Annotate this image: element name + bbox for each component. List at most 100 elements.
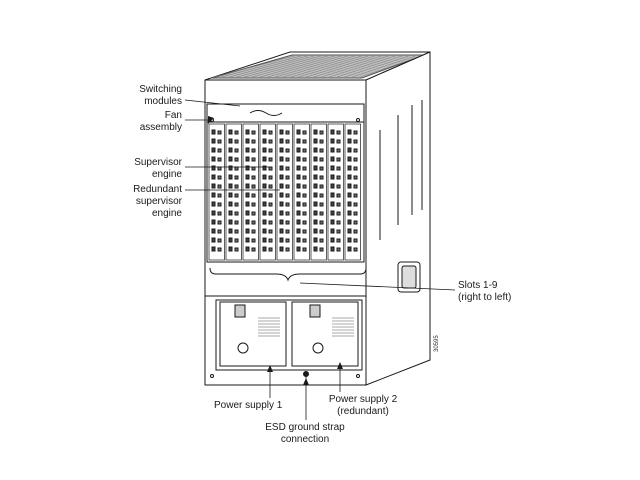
port-led (228, 129, 233, 135)
grille-line (336, 55, 402, 78)
port-led (245, 165, 250, 171)
label-line: Supervisor (134, 157, 182, 168)
port-led (336, 166, 341, 171)
port-led (234, 130, 239, 135)
port-led (211, 210, 216, 216)
port-led (336, 175, 341, 180)
port-led (347, 237, 352, 243)
port-led (268, 211, 273, 216)
grille-line (229, 55, 308, 78)
grille-line (252, 55, 328, 78)
port-led (302, 157, 307, 162)
fan-assembly (206, 103, 365, 123)
port-led (234, 175, 239, 180)
port-led (262, 192, 267, 198)
port-led (251, 211, 256, 216)
port-led (296, 147, 301, 153)
port-led (251, 229, 256, 234)
port-led (319, 193, 324, 198)
port-led (228, 246, 233, 252)
port-led (336, 229, 341, 234)
port-led (262, 129, 267, 135)
port-led (251, 247, 256, 252)
port-led (336, 202, 341, 207)
port-led (245, 138, 250, 144)
port-led (296, 183, 301, 189)
port-led (313, 192, 318, 198)
label-line: engine (151, 208, 182, 219)
port-led (228, 174, 233, 180)
port-led (245, 237, 250, 243)
module-slot (242, 123, 259, 261)
port-led (336, 220, 341, 225)
port-led (353, 157, 358, 162)
port-led (279, 228, 284, 234)
ps2-switch (309, 304, 321, 318)
port-led (268, 157, 273, 162)
port-led (245, 201, 250, 207)
port-led (234, 238, 239, 243)
port-led (245, 174, 250, 180)
port-led (353, 184, 358, 189)
port-led (217, 229, 222, 234)
port-led (285, 184, 290, 189)
port-led (234, 166, 239, 171)
port-led (319, 130, 324, 135)
port-led (228, 156, 233, 162)
port-led (228, 138, 233, 144)
port-led (228, 219, 233, 225)
port-led (268, 175, 273, 180)
grille-line (306, 55, 375, 78)
slot-bracket (209, 267, 367, 282)
port-led (330, 228, 335, 234)
port-led (251, 148, 256, 153)
module-slot (259, 123, 276, 261)
port-led (313, 219, 318, 225)
grille-line (236, 55, 315, 78)
port-led (251, 139, 256, 144)
port-led (347, 174, 352, 180)
port-led (330, 246, 335, 252)
label-line: engine (151, 169, 182, 180)
port-led (347, 246, 352, 252)
port-led (245, 183, 250, 189)
port-led (319, 175, 324, 180)
port-led (234, 148, 239, 153)
port-led (268, 166, 273, 171)
port-led (296, 165, 301, 171)
port-led (268, 139, 273, 144)
module-slot (327, 123, 344, 261)
port-led (228, 237, 233, 243)
port-led (302, 139, 307, 144)
port-led (285, 229, 290, 234)
port-led (353, 175, 358, 180)
label-line: connection (280, 434, 330, 445)
port-led (234, 247, 239, 252)
port-led (330, 147, 335, 153)
port-led (313, 138, 318, 144)
port-led (313, 201, 318, 207)
port-led (234, 220, 239, 225)
port-led (313, 174, 318, 180)
port-led (302, 247, 307, 252)
port-led (353, 148, 358, 153)
port-led (251, 238, 256, 243)
port-led (319, 220, 324, 225)
port-led (262, 147, 267, 153)
port-led (296, 201, 301, 207)
label-line: ESD ground strap (265, 422, 345, 433)
module-slot (208, 123, 225, 261)
port-led (268, 184, 273, 189)
port-led (234, 202, 239, 207)
port-led (313, 156, 318, 162)
port-led (262, 210, 267, 216)
label-power-supply-1: Power supply 1 (214, 400, 282, 412)
port-led (353, 247, 358, 252)
label-line: assembly (139, 122, 182, 133)
port-led (319, 166, 324, 171)
port-led (279, 147, 284, 153)
leader-slots (299, 282, 456, 291)
port-led (302, 193, 307, 198)
port-led (228, 165, 233, 171)
port-led (245, 219, 250, 225)
